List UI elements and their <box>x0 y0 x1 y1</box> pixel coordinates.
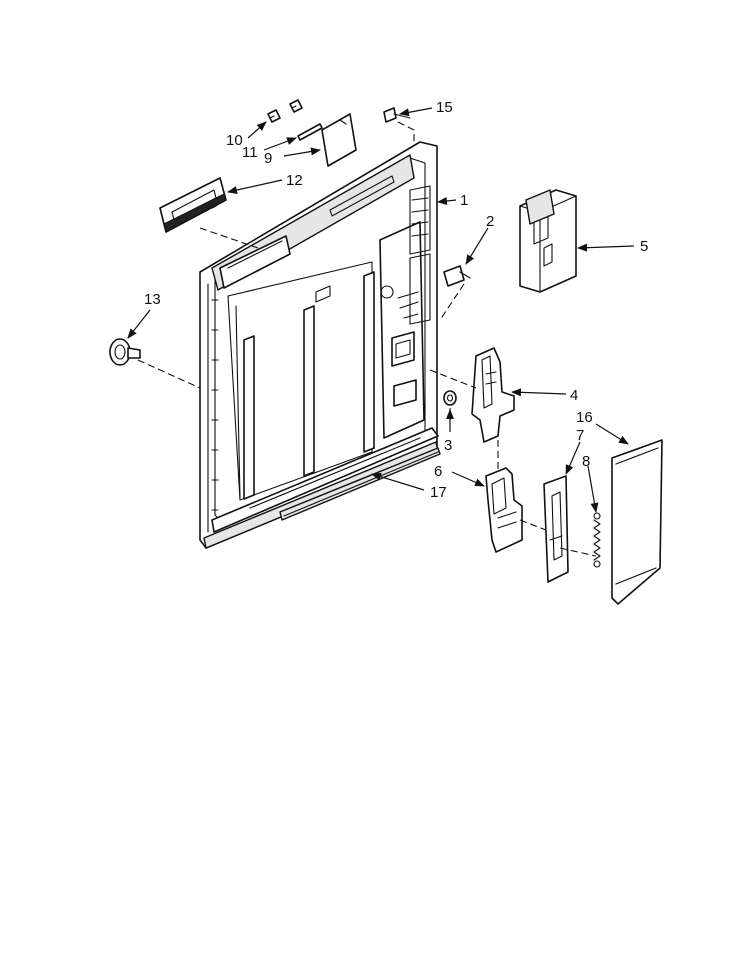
callout-5: 5 <box>640 238 648 255</box>
spring <box>593 512 601 568</box>
callout-16: 16 <box>576 409 593 426</box>
bottom-trim-strip <box>279 447 441 521</box>
callout-15: 15 <box>436 99 453 116</box>
latch-module <box>519 189 577 293</box>
callout-7: 7 <box>576 427 584 444</box>
callout-10: 10 <box>226 132 243 149</box>
leader-lines <box>127 107 635 513</box>
inner-door-panel <box>199 141 439 549</box>
callout-2: 2 <box>486 213 494 230</box>
callout-17: 17 <box>430 484 447 501</box>
top-screw <box>383 107 411 123</box>
callout-1: 1 <box>460 192 468 209</box>
handle-rod <box>297 123 323 141</box>
slide-plate <box>543 475 569 583</box>
callout-6: 6 <box>434 463 442 480</box>
callout-13: 13 <box>144 291 161 308</box>
callout-12: 12 <box>286 172 303 189</box>
callout-labels: 1 2 3 4 5 6 7 8 9 10 11 12 13 15 16 17 <box>144 99 648 501</box>
vent-knob <box>109 338 141 366</box>
callout-4: 4 <box>570 387 578 404</box>
callout-3: 3 <box>444 437 452 454</box>
lower-lever-assembly <box>485 467 523 553</box>
callout-9: 9 <box>264 150 272 167</box>
small-knob <box>443 390 457 406</box>
callout-11: 11 <box>242 144 258 161</box>
handle-cap <box>321 113 357 167</box>
side-cover <box>611 439 663 605</box>
callout-8: 8 <box>582 453 590 470</box>
door-handle <box>159 177 227 233</box>
upper-lever-assembly <box>471 347 515 443</box>
latch-strike <box>443 265 471 287</box>
screw-pair <box>267 99 303 123</box>
